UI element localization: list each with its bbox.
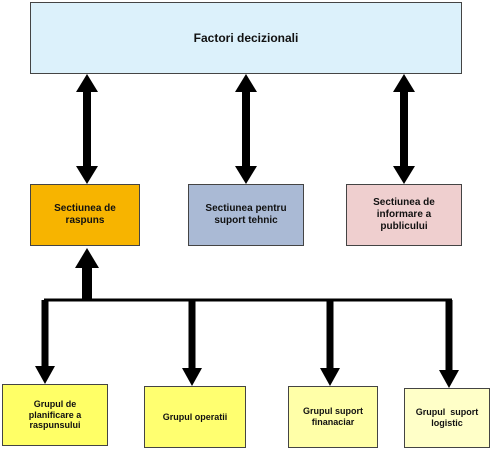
sectiunea-informare-box: Sectiunea de informare a publicului xyxy=(346,184,462,246)
sectiunea-suport-tehnic-box: Sectiunea pentru suport tehnic xyxy=(188,184,304,246)
arrow-bus-to-raspuns xyxy=(75,248,99,300)
arrow-bus-to-financiar xyxy=(320,300,340,386)
grupul-financiar-box: Grupul suport finanaciar xyxy=(288,386,378,448)
double-arrow-top-to-suport-tehnic xyxy=(235,74,257,184)
grupul-operatii-box: Grupul operatii xyxy=(144,386,246,448)
sectiunea-raspuns-label: Sectiunea de raspuns xyxy=(54,203,116,226)
grupul-planificare-box: Grupul de planificare a raspunsului xyxy=(2,384,108,446)
grupul-financiar-label: Grupul suport finanaciar xyxy=(303,406,363,427)
arrow-bus-to-operatii xyxy=(182,300,202,386)
arrow-bus-to-planificare xyxy=(35,300,55,384)
sectiunea-suport-tehnic-label: Sectiunea pentru suport tehnic xyxy=(205,203,287,226)
grupul-planificare-label: Grupul de planificare a raspunsului xyxy=(28,398,82,431)
sectiunea-raspuns-box: Sectiunea de raspuns xyxy=(30,184,140,246)
factori-decizionali-label: Factori decizionali xyxy=(193,30,299,45)
grupul-operatii-label: Grupul operatii xyxy=(162,411,228,422)
double-arrow-top-to-informare xyxy=(393,74,415,184)
grupul-logistic-label: Grupul suport logistic xyxy=(415,407,481,428)
arrow-bus-to-logistic xyxy=(439,300,459,388)
double-arrow-top-to-raspuns xyxy=(76,74,98,184)
factori-decizionali-box: Factori decizionali xyxy=(30,2,462,74)
sectiunea-informare-label: Sectiunea de informare a publicului xyxy=(373,197,435,232)
grupul-logistic-box: Grupul suport logistic xyxy=(404,388,490,448)
